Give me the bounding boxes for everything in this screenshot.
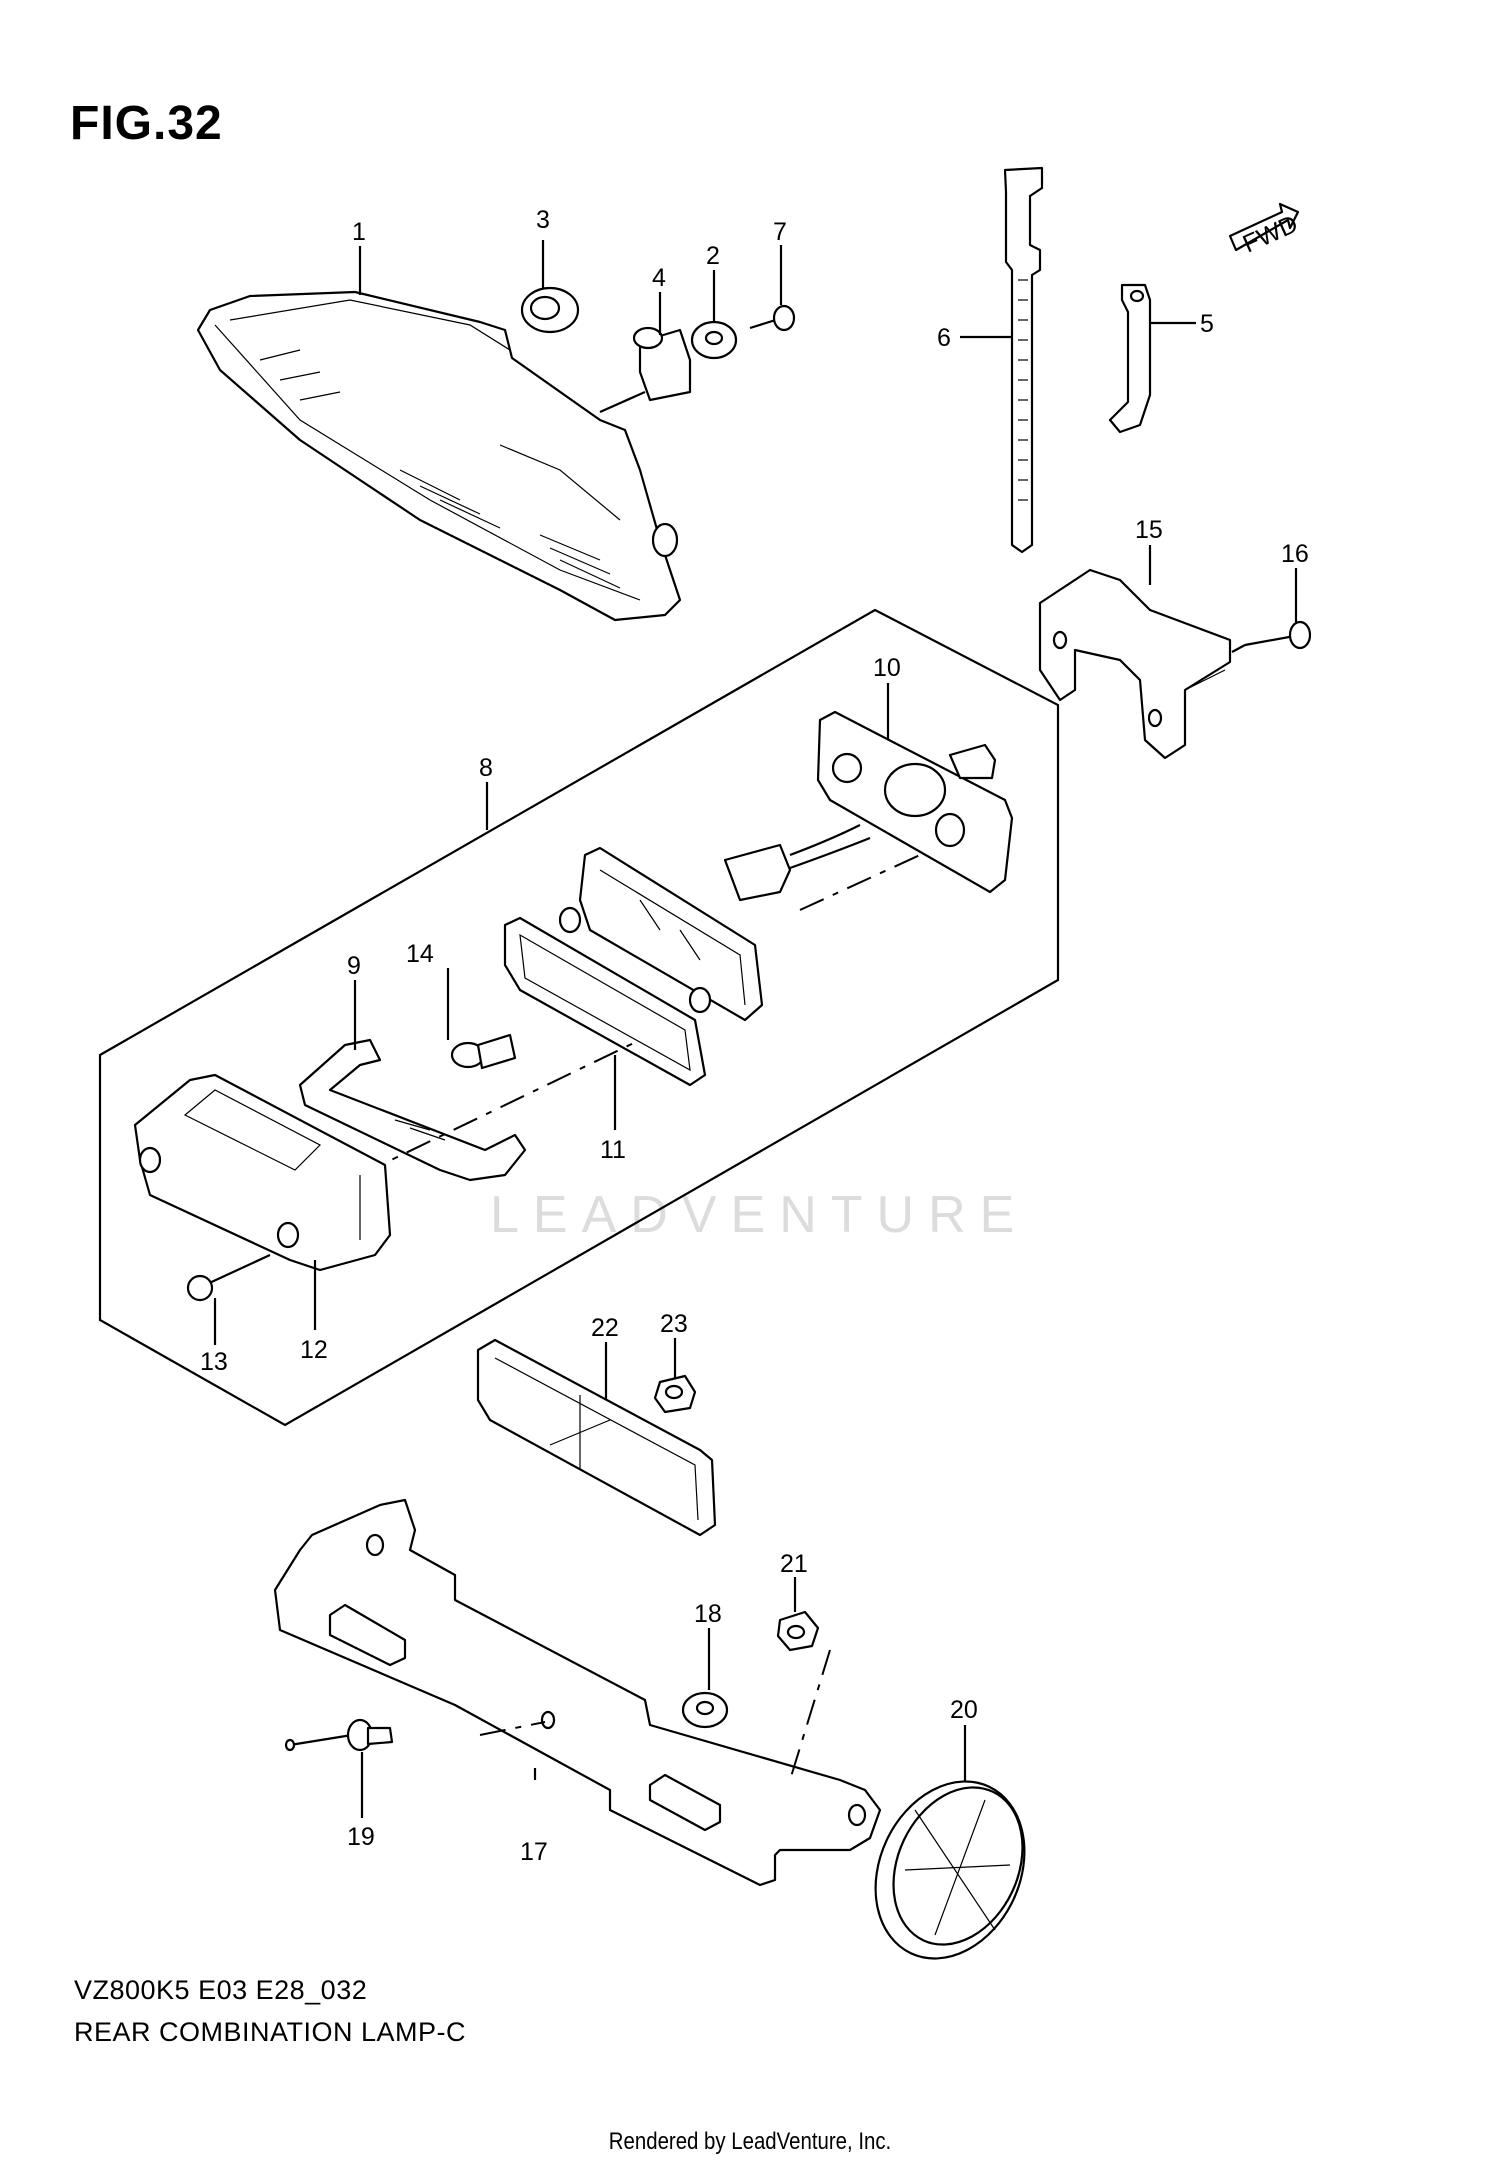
figure-title: FIG.32 (70, 97, 223, 150)
part-21-nut (776, 1610, 831, 1781)
part-13-screw (186, 1254, 271, 1302)
part-9-lens (298, 1038, 641, 1182)
callout-15: 15 (1135, 516, 1163, 544)
callout-18: 18 (694, 1600, 722, 1628)
part-1-tail-lamp (196, 290, 682, 622)
callout-20: 20 (950, 1696, 978, 1724)
part-5-clamp (1108, 283, 1152, 434)
callout-4: 4 (652, 264, 666, 292)
part-6-cable-tie (1003, 166, 1044, 554)
part-14-bulb (450, 1033, 517, 1070)
part-12-lamp-cover (133, 1073, 392, 1272)
model-code: VZ800K5 E03 E28_032 (74, 1975, 368, 2005)
part-7-screw (749, 304, 796, 332)
part-19-rivet (284, 1718, 394, 1752)
part-22-reflector (476, 1338, 717, 1537)
callout-14: 14 (406, 940, 434, 968)
part-3-grommet (520, 286, 580, 334)
part-15-bracket (1038, 568, 1232, 760)
figure-name: REAR COMBINATION LAMP-C (74, 2017, 467, 2047)
callout-8: 8 (479, 754, 493, 782)
part-23-nut (653, 1374, 697, 1414)
callout-5: 5 (1200, 310, 1214, 338)
part-11-gasket (503, 916, 707, 1087)
part-8-assembly-outline (98, 608, 1060, 1427)
callout-3: 3 (536, 206, 550, 234)
callout-1: 1 (352, 218, 366, 246)
callout-23: 23 (660, 1310, 688, 1338)
part-16-screw (1184, 620, 1312, 691)
fwd-arrow-icon: FWD (1228, 202, 1302, 259)
callout-labels: 1 2 3 4 5 6 7 8 9 10 11 12 13 14 15 16 1… (200, 206, 1309, 1866)
callout-10: 10 (873, 654, 901, 682)
leader-lines (213, 240, 1298, 1818)
callout-21: 21 (780, 1550, 808, 1578)
bulb-socket (723, 824, 921, 911)
callout-2: 2 (706, 242, 720, 270)
lamp-housing (558, 846, 764, 1022)
part-20-round-reflector (874, 1780, 1026, 1960)
callout-12: 12 (300, 1336, 328, 1364)
part-17-lower-bracket (273, 1498, 882, 1887)
callout-19: 19 (347, 1823, 375, 1851)
rendered-by-credit: Rendered by LeadVenture, Inc. (608, 2128, 892, 2155)
callout-9: 9 (347, 952, 361, 980)
callout-7: 7 (773, 218, 787, 246)
callout-17: 17 (520, 1838, 548, 1866)
part-18-washer (479, 1691, 729, 1736)
part-2-washer (690, 320, 738, 360)
callout-16: 16 (1281, 540, 1309, 568)
callout-11: 11 (600, 1136, 626, 1164)
callout-13: 13 (200, 1348, 228, 1376)
callout-6: 6 (937, 324, 951, 352)
callout-22: 22 (591, 1314, 619, 1342)
part-4-cushion (599, 326, 692, 414)
part-10-base-plate (816, 710, 1014, 894)
